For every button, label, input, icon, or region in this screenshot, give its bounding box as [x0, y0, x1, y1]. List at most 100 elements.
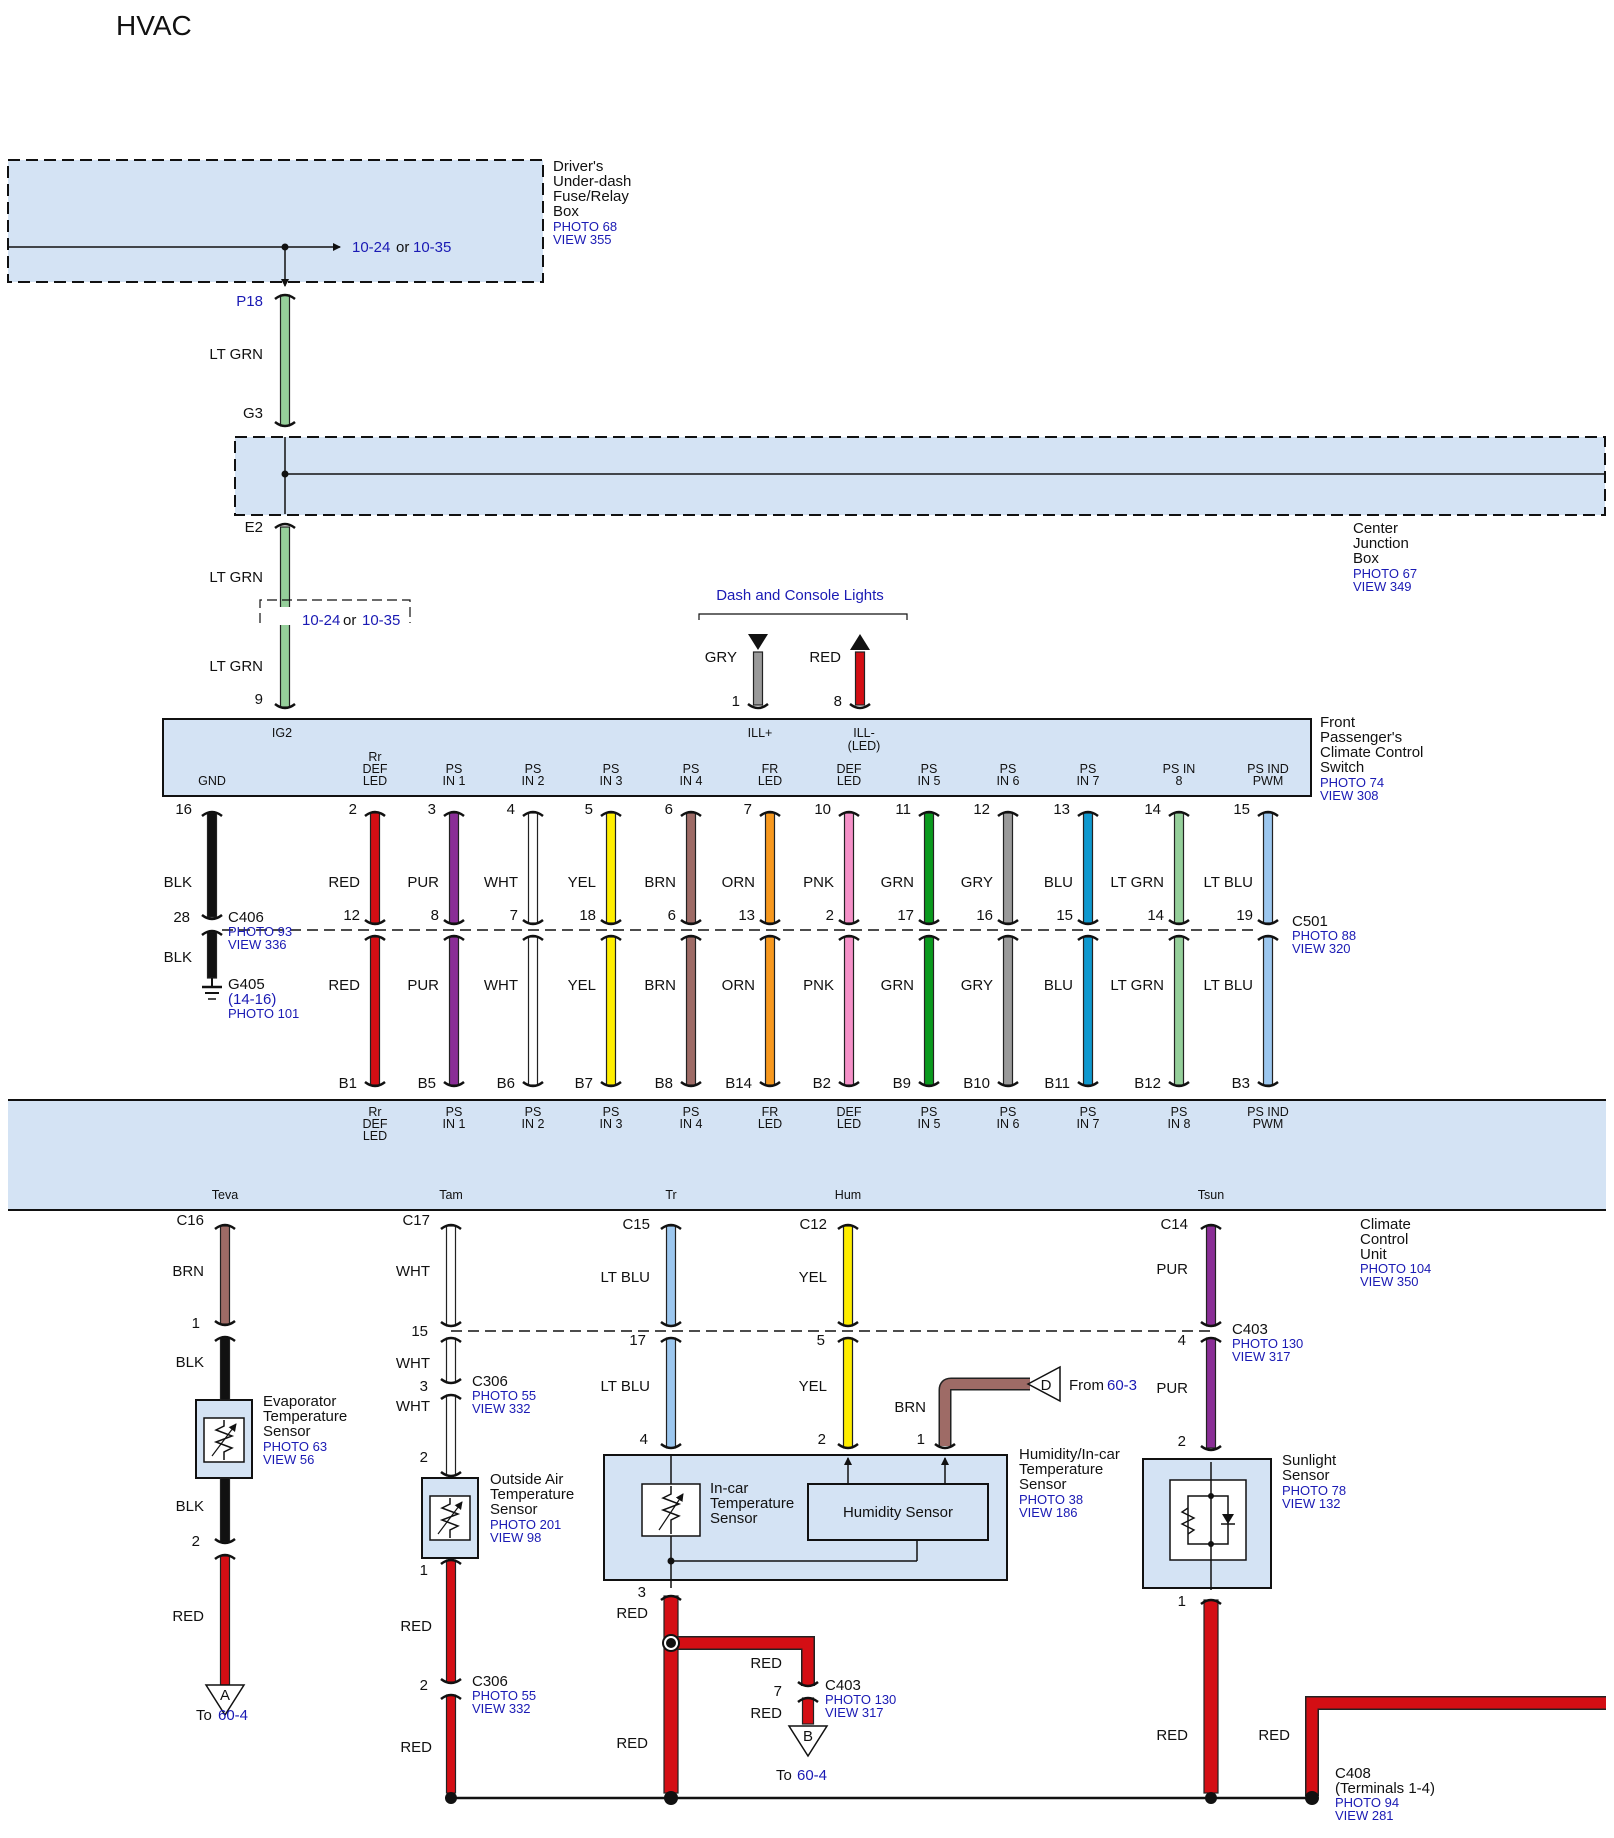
fuse-box-ref-or: or [396, 239, 409, 256]
switch-name-1: Front [1320, 714, 1356, 731]
switch-wire-9-bottom-label-1: PS [1000, 1105, 1017, 1119]
switch-wire-2-b-pin-label: B5 [418, 1075, 436, 1092]
switch-wire-2-pin-label: 3 [428, 801, 436, 818]
switch-wire-1-top-label-1: Rr [368, 750, 381, 764]
switch-wire-6-color-label-1: ORN [722, 874, 755, 891]
fuse-box-name-3: Fuse/Relay [553, 188, 629, 205]
incar-wire-1 [665, 1225, 677, 1327]
c406-connector-top [201, 913, 223, 921]
switch-wire-4-c501-pin-label: 18 [579, 907, 596, 924]
switch-wire-10-top-label-1: PS [1080, 762, 1097, 776]
cjb-photo: PHOTO 67 [1353, 566, 1417, 581]
dash-lights-title: Dash and Console Lights [716, 587, 884, 604]
cjb-view: VIEW 349 [1353, 579, 1412, 594]
switch-wire-7-top-label-2: LED [837, 774, 861, 788]
outside-pin-2b-label: 2 [420, 1677, 428, 1694]
switch-gnd: GND [198, 774, 226, 788]
hum-name-2: Temperature [1019, 1461, 1103, 1478]
switch-wire-9-top-label-1: PS [1000, 762, 1017, 776]
ground-bus-dot-incar [664, 1791, 678, 1805]
switch-wire-5-top-pin [680, 810, 702, 818]
incar-c15-label: C15 [622, 1216, 650, 1233]
incar-wire-red [663, 1595, 679, 1794]
dash-red-pin-label: 8 [834, 693, 842, 710]
switch-wire-6-c501-top [759, 918, 781, 926]
switch-wire-3-pin-label: 4 [507, 801, 515, 818]
switch-wire-5-b-pin [680, 1080, 702, 1088]
switch-wire-11-b-pin [1168, 1080, 1190, 1088]
hum-view: VIEW 186 [1019, 1505, 1078, 1520]
switch-wire-3-b-pin [522, 1080, 544, 1088]
hum-pin-5-conn-bottom [837, 1336, 859, 1344]
switch-wire-5-top-label-2: IN 4 [680, 774, 703, 788]
switch-wire-6-top-pin [759, 810, 781, 818]
switch-wire-12-b-pin-label: B3 [1232, 1075, 1250, 1092]
switch-wire-10-upper [1082, 812, 1094, 924]
g405-range: (14-16) [228, 991, 276, 1008]
switch-wire-7-c501-top [838, 918, 860, 926]
switch-wire-6-pin-label: 7 [744, 801, 752, 818]
switch-wire-8-upper [923, 812, 935, 924]
sun-wire-2-label: PUR [1156, 1380, 1188, 1397]
incar-pin-17-conn-top [660, 1320, 682, 1328]
dash-red-pin [849, 702, 871, 710]
incar-branch-wire-outline [671, 1636, 815, 1686]
switch-wire-5-bottom-label-1: PS [683, 1105, 700, 1119]
pin-name-hum: Hum [835, 1188, 861, 1202]
switch-wire-2-color-label-1: PUR [407, 874, 439, 891]
hum-from-ref: 60-3 [1107, 1377, 1137, 1394]
fuse-box-photo: PHOTO 68 [553, 219, 617, 234]
switch-wire-12-color-label-1: LT BLU [1204, 874, 1253, 891]
switch-wire-8-pin-label: 11 [895, 801, 911, 818]
incar-branch-wire [671, 1637, 814, 1686]
g3-pin [274, 420, 296, 428]
hum-photo: PHOTO 38 [1019, 1492, 1083, 1507]
evap-pin-1-label: 1 [192, 1315, 200, 1332]
incar-branch-pin-label: 7 [774, 1683, 782, 1700]
switch-wire-11-bottom-label-1: PS [1171, 1105, 1188, 1119]
switch-wire-7-bottom-label-2: LED [837, 1117, 861, 1131]
switch-wire-4-c501-top [600, 918, 622, 926]
humidity-sensor-element [807, 1483, 989, 1541]
switch-wire-4-top-label-2: IN 3 [600, 774, 623, 788]
c403-label: C403 [1232, 1321, 1268, 1338]
evap-to-text: To [196, 1707, 212, 1724]
incar-pin-3 [660, 1594, 682, 1602]
dash-gry-pin-label: 1 [732, 693, 740, 710]
evap-pin-2-conn-top [214, 1537, 236, 1545]
hum-pin-5-label: 5 [817, 1332, 825, 1349]
ground-wire-lower [206, 931, 218, 979]
dash-red-arrow [850, 634, 870, 650]
outside-c306-photo: PHOTO 55 [472, 1388, 536, 1403]
switch-wire-2-color-label-2: PUR [407, 977, 439, 994]
switch-wire-3-bottom-label-1: PS [525, 1105, 542, 1119]
switch-wire-2-bottom-label-2: IN 1 [443, 1117, 466, 1131]
evap-to-triangle [204, 1684, 246, 1717]
switch-wire-7-lower [843, 936, 855, 1086]
c501-label: C501 [1292, 913, 1328, 930]
switch-wire-9-b-pin-label: B10 [963, 1075, 990, 1092]
pin-name-tam: Tam [439, 1188, 463, 1202]
hum-brn-wire [940, 1379, 1030, 1446]
hum-wire-top-label: YEL [799, 1269, 827, 1286]
switch-wire-7-bottom-label-1: DEF [837, 1105, 862, 1119]
ground-wire-upper [206, 812, 218, 918]
outside-pin-1-label: 1 [420, 1562, 428, 1579]
c408-wire-label: RED [1258, 1727, 1290, 1744]
incar-thermistor-arrow [658, 1493, 684, 1531]
hum-from-triangle [1026, 1365, 1061, 1403]
outside-wire-1 [445, 1225, 457, 1327]
sun-wire-top-label: PUR [1156, 1261, 1188, 1278]
sun-name-1: Sunlight [1282, 1452, 1337, 1469]
outside-pin-2 [440, 1470, 462, 1478]
incar-wire-2-label: LT BLU [601, 1378, 650, 1395]
switch-wire-3-color-label-2: WHT [484, 977, 518, 994]
c501-photo: PHOTO 88 [1292, 928, 1356, 943]
switch-wire-8-top-label-2: IN 5 [918, 774, 941, 788]
hum-wire-1 [842, 1225, 854, 1327]
incar-name-1: In-car [710, 1480, 748, 1497]
dash-lights-bracket [698, 613, 908, 620]
switch-wire-4-b-pin [600, 1080, 622, 1088]
pin-name-tr: Tr [665, 1188, 676, 1202]
